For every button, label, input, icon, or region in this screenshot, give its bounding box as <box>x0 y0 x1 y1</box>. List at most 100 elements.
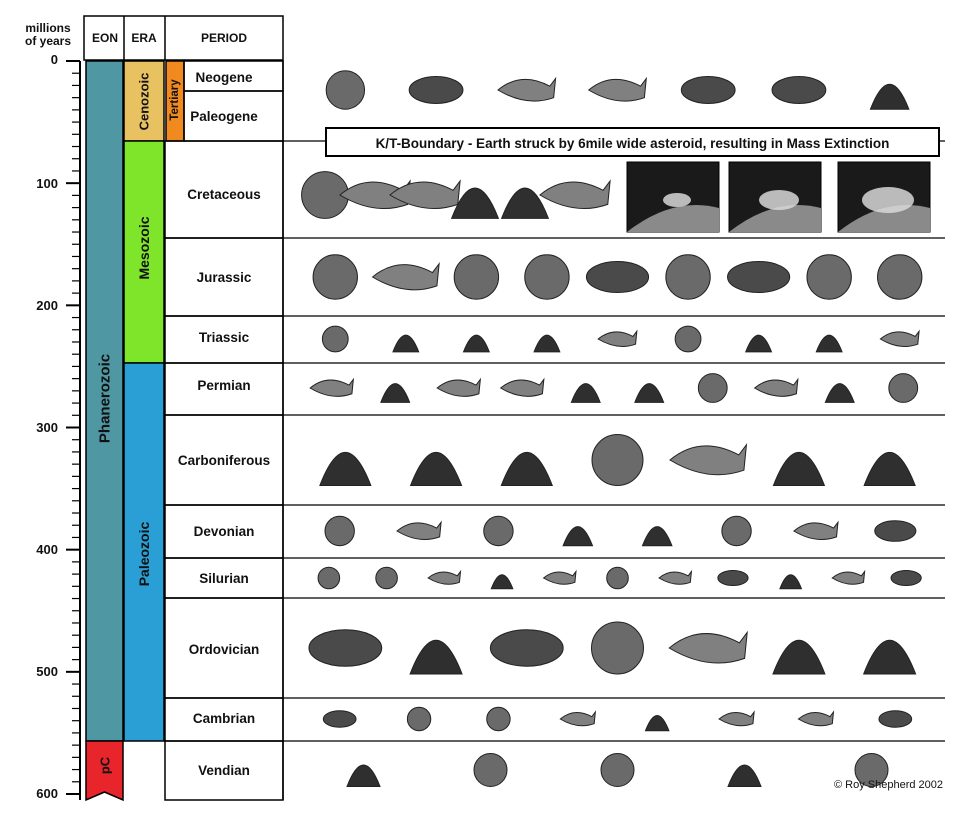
rhinoceros-icon <box>498 78 556 101</box>
protoceratops-icon <box>816 335 842 352</box>
fish-icon-shape <box>666 255 710 299</box>
sponge-bowl-icon-shape <box>309 630 382 666</box>
frog-icon-shape <box>698 374 727 403</box>
graptolite-icon <box>832 572 864 585</box>
fern-leaf-icon <box>773 452 824 485</box>
placoderm-icon-shape <box>491 575 513 589</box>
brachiopod-icon <box>794 522 838 539</box>
period-paleogene: Paleogene <box>165 109 283 124</box>
period-cambrian: Cambrian <box>165 711 283 726</box>
trilobite-icon <box>381 384 410 403</box>
era-label-cenozoic: Cenozoic <box>137 62 152 142</box>
tick-label-300: 300 <box>18 420 58 435</box>
nautilus-icon-shape <box>878 255 922 299</box>
algae-icon <box>728 765 761 786</box>
primate-icon-shape <box>772 77 826 104</box>
period-jurassic: Jurassic <box>165 270 283 285</box>
sponge-icon-shape <box>670 445 747 475</box>
ammonite-icon-shape <box>313 255 357 299</box>
flying-bird-icon-shape <box>681 77 735 104</box>
tree-fern-icon-shape <box>501 452 552 485</box>
frond-icon <box>347 765 380 786</box>
dimetrodon-icon <box>310 379 353 396</box>
phytosaur-icon <box>534 335 560 352</box>
belemnite-icon <box>393 335 419 352</box>
tick-label-500: 500 <box>18 664 58 679</box>
plesiosaur-icon-shape <box>373 264 440 290</box>
stegosaurus-icon <box>586 261 648 292</box>
disc-icon-shape <box>474 754 507 787</box>
gastropod-icon <box>563 527 592 546</box>
flying-bird-icon <box>681 77 735 104</box>
crinoid-icon <box>718 570 748 585</box>
sea-scorpion-icon <box>376 567 398 589</box>
coral-icon <box>825 384 854 403</box>
fish-icon <box>666 255 710 299</box>
pterosaur-icon-shape <box>746 335 772 352</box>
echinoid-icon <box>807 255 851 299</box>
crinoid-icon-shape <box>718 570 748 585</box>
crinoid-icon-shape <box>879 711 912 727</box>
coral-icon-shape <box>642 527 671 546</box>
amphibian-icon <box>635 384 664 403</box>
axis-unit-line2: of years <box>18 35 78 48</box>
cone-icon <box>889 374 918 403</box>
coelacanth-icon-shape <box>397 522 441 539</box>
kt-boundary-callout: K/T-Boundary - Earth struck by 6mile wid… <box>325 127 940 157</box>
lizard-icon-shape <box>755 379 798 396</box>
mushroom-coral-icon <box>540 181 610 209</box>
era-label-paleozoic: Paleozoic <box>136 509 152 599</box>
trilobite-icon <box>645 715 668 730</box>
seaweed-icon-shape <box>891 570 921 585</box>
sphere-icon <box>798 712 833 726</box>
dimetrodon-icon-shape <box>310 379 353 396</box>
therapsid-icon-shape <box>463 335 489 352</box>
seed-fern-icon-shape <box>571 384 600 403</box>
fern-frond-icon-shape <box>437 379 480 396</box>
gastropod-icon-shape <box>563 527 592 546</box>
dragonfly-icon-shape <box>411 452 462 485</box>
asteroid-approach-icon-flash <box>663 193 691 207</box>
sponge-icon <box>719 712 754 726</box>
period-permian: Permian <box>165 378 283 393</box>
worm-icon-shape <box>407 707 430 730</box>
trilobite-icon-shape <box>645 715 668 730</box>
sphere-icon-shape <box>798 712 833 726</box>
tree-fern-icon <box>501 452 552 485</box>
bryozoan-icon-shape <box>592 622 644 674</box>
sauropod-icon <box>454 255 498 299</box>
small-dinosaur-icon-shape <box>598 331 637 346</box>
mammoth-icon <box>409 77 463 104</box>
horsetail-icon-shape <box>864 452 915 485</box>
urchin-icon <box>659 572 691 585</box>
urchin-icon-shape <box>659 572 691 585</box>
period-cretaceous: Cretaceous <box>165 187 283 202</box>
theropod-icon-shape <box>525 255 569 299</box>
tick-label-0: 0 <box>18 52 58 67</box>
nautiloid-icon-shape <box>410 640 462 674</box>
bivalve-icon <box>875 521 916 542</box>
cystoid-icon <box>490 630 563 666</box>
armored-fish-icon <box>325 516 354 545</box>
cynodont-icon <box>675 326 701 352</box>
ichthyosaur-icon <box>728 261 790 292</box>
frond-icon-shape <box>347 765 380 786</box>
pterosaur-icon <box>502 188 549 218</box>
sponge-icon <box>670 445 747 475</box>
seed-fern-icon <box>571 384 600 403</box>
orthocone-icon <box>773 640 825 674</box>
sponge-bowl-icon <box>309 630 382 666</box>
therapsid-icon <box>463 335 489 352</box>
tick-label-600: 600 <box>18 786 58 801</box>
era-label-mesozoic: Mesozoic <box>136 208 152 288</box>
snail-icon <box>864 640 916 674</box>
period-silurian: Silurian <box>165 571 283 586</box>
phytosaur-icon-shape <box>534 335 560 352</box>
eon-label-phanerozoic: Phanerozoic <box>97 344 114 454</box>
dust-cloud-icon-flash <box>862 187 914 213</box>
lobe-finned-fish-icon-shape <box>484 516 513 545</box>
coral-icon-shape <box>825 384 854 403</box>
snail-icon-shape <box>864 640 916 674</box>
period-devonian: Devonian <box>165 524 283 539</box>
flying-reptile-icon-shape <box>880 331 919 346</box>
